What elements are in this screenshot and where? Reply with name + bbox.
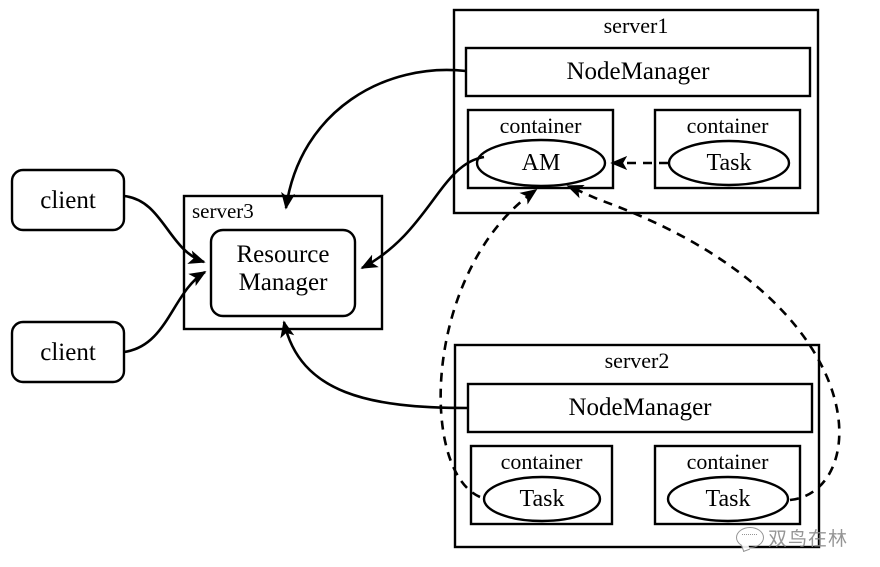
edge-task3-to-am: [566, 184, 841, 502]
server1-nodemanager-box: [464, 46, 812, 98]
server1-task-ellipse: [667, 139, 791, 187]
edge-client2-to-rm: [123, 270, 207, 354]
am-ellipse: [475, 138, 607, 188]
edge-am-to-rm: [360, 155, 485, 270]
server2-task-ellipse-2: [666, 475, 790, 523]
server2-nodemanager-box: [466, 382, 814, 434]
edge-client1-to-rm: [123, 194, 206, 264]
edge-nodemanager1-to-rm: [281, 68, 467, 210]
resource-manager-box: [209, 228, 357, 318]
client-box-1: [10, 168, 126, 232]
server2-task-ellipse-1: [482, 475, 602, 523]
edge-nodemanager2-to-rm: [280, 320, 469, 410]
client-box-2: [10, 320, 126, 384]
edge-task2-to-am: [439, 188, 538, 499]
